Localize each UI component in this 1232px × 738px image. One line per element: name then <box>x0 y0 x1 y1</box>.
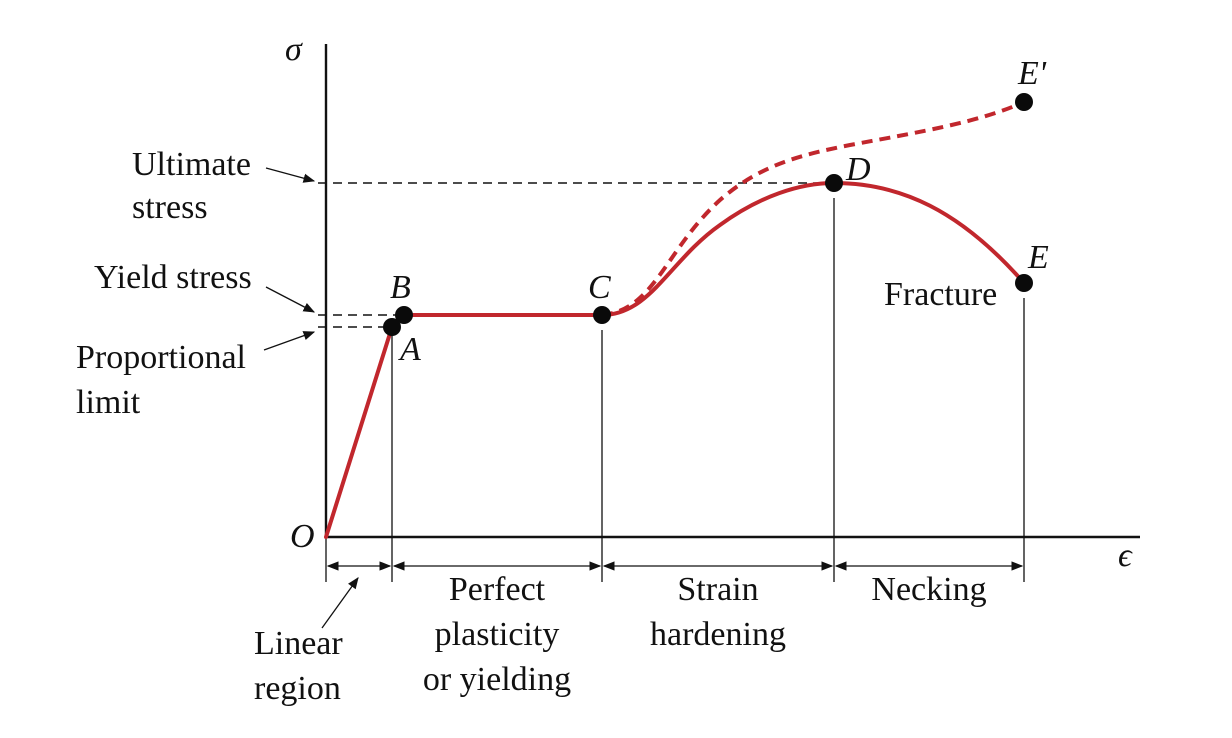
proportional-limit-label-line2: limit <box>76 384 141 421</box>
ultimate-stress-leader <box>265 167 316 183</box>
point-a-label: A <box>398 331 421 368</box>
x-axis-symbol: ϵ <box>1118 537 1133 574</box>
hardening-label-line1: Strain <box>677 571 758 608</box>
ultimate-stress-label-line2: stress <box>132 189 208 226</box>
proportional-limit-leader <box>263 331 316 351</box>
true-stress-curve-dashed <box>601 100 1025 317</box>
fracture-label: Fracture <box>884 276 997 313</box>
plasticity-label-line1: Perfect <box>449 571 546 608</box>
point-e-prime-marker <box>1015 93 1033 111</box>
point-d-label: D <box>845 151 871 188</box>
linear-region-leader <box>321 577 359 629</box>
proportional-limit-label-line1: Proportional <box>76 339 246 376</box>
point-e-prime-label: E' <box>1017 55 1047 92</box>
point-d-marker <box>825 174 843 192</box>
y-axis-symbol: σ <box>285 31 303 68</box>
hardening-label-line2: hardening <box>650 616 786 653</box>
point-b-label: B <box>390 269 411 306</box>
ultimate-stress-label-line1: Ultimate <box>132 146 251 183</box>
point-c-label: C <box>588 269 611 306</box>
point-c-marker <box>593 306 611 324</box>
point-b-marker <box>395 306 413 324</box>
linear-region-label-line1: Linear <box>254 625 343 662</box>
point-e-marker <box>1015 274 1033 292</box>
necking-label: Necking <box>871 571 986 608</box>
origin-label: O <box>290 518 315 555</box>
yield-stress-label: Yield stress <box>94 259 252 296</box>
engineering-stress-curve <box>324 181 1026 539</box>
point-e-label: E <box>1027 239 1049 276</box>
linear-region-label-line2: region <box>254 670 341 707</box>
yield-stress-leader <box>265 286 316 313</box>
point-a-marker <box>383 318 401 336</box>
plasticity-label-line3: or yielding <box>423 661 571 698</box>
plasticity-label-line2: plasticity <box>435 616 560 653</box>
